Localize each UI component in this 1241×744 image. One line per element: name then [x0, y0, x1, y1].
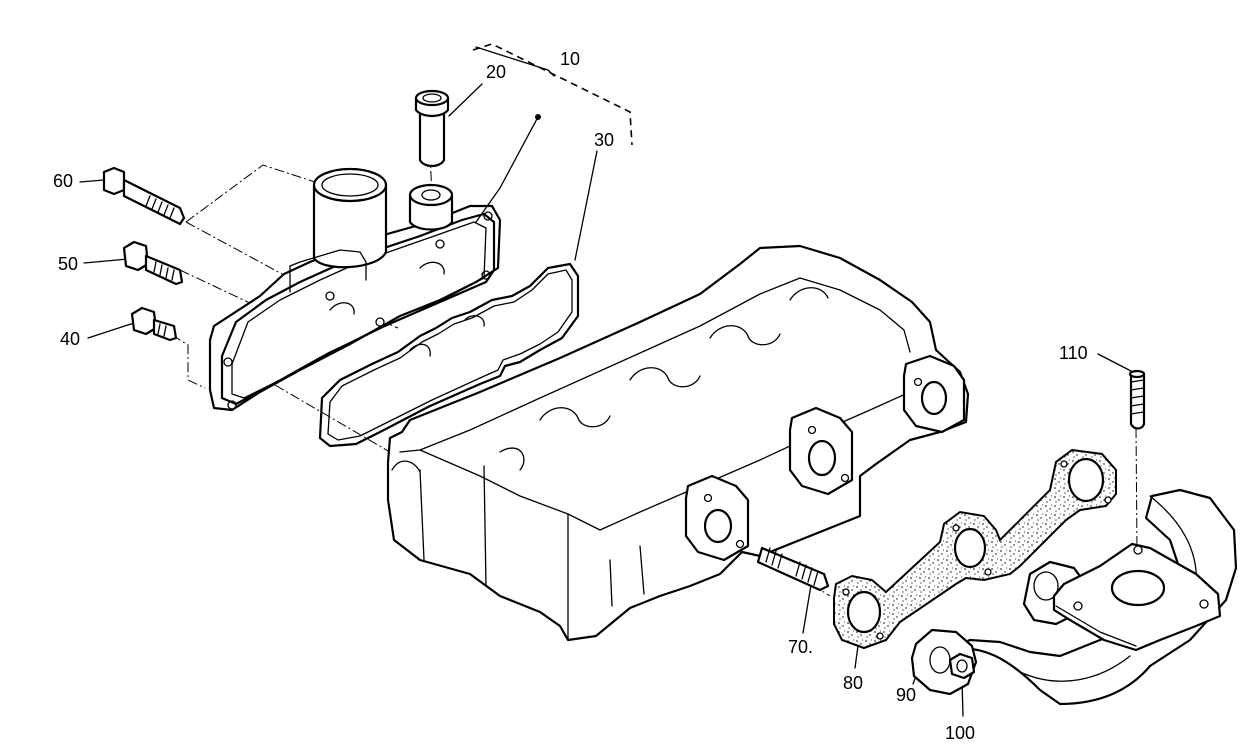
assembly-bracket — [472, 43, 633, 146]
callout-90: 90 — [896, 685, 917, 705]
nut-100 — [948, 652, 976, 680]
sender-wire — [475, 116, 539, 223]
callout-70: 70. — [788, 637, 814, 657]
bolt-40 — [130, 306, 178, 342]
callout-50: 50 — [58, 254, 79, 274]
pipe-part-20 — [414, 89, 450, 168]
callout-20: 20 — [486, 62, 507, 82]
bolt-60 — [102, 166, 186, 226]
callout-80: 80 — [843, 673, 864, 693]
exhaust-manifold — [910, 488, 1238, 706]
stud-110 — [1128, 369, 1146, 430]
stud-70 — [756, 546, 830, 592]
callout-40: 40 — [60, 329, 81, 349]
cylinder-head — [386, 244, 970, 642]
manifold-gasket — [833, 448, 1117, 650]
cover-housing — [208, 167, 502, 412]
cover-gasket — [318, 262, 580, 448]
callout-30: 30 — [594, 130, 615, 150]
callout-110: 110 — [1059, 343, 1088, 363]
callout-100: 100 — [945, 723, 976, 743]
bolt-50 — [122, 240, 184, 286]
callout-10: 10 — [560, 49, 581, 69]
sender-dot — [535, 114, 541, 120]
callout-60: 60 — [53, 171, 74, 191]
